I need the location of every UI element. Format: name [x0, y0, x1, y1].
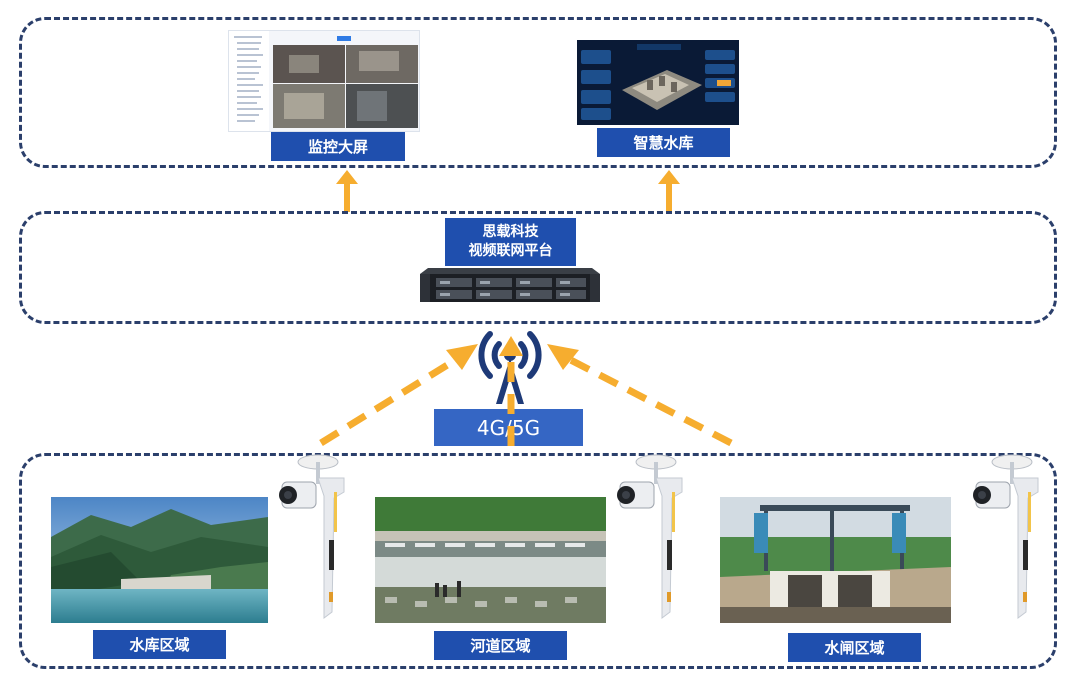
sluice-area-label: 水闸区域: [788, 633, 921, 662]
field-tier: [19, 453, 1057, 669]
arrow-up-to-monitor: [336, 170, 358, 212]
arrowhead-left: [446, 344, 478, 370]
camera-pole-icon-2: [617, 454, 683, 619]
platform-label-line1: 思载科技: [482, 224, 539, 240]
river-area-label: 河道区域: [434, 631, 567, 660]
monitor-wall-screenshot: [228, 30, 420, 132]
platform-label-line2: 视频联网平台: [468, 243, 553, 259]
server-icon: [420, 268, 600, 302]
platform-tier: [19, 211, 1057, 324]
platform-label: 思载科技 视频联网平台: [445, 218, 576, 266]
reservoir-area-label: 水库区域: [93, 630, 226, 659]
river-area-photo: [375, 497, 606, 623]
camera-pole-icon-3: [973, 454, 1039, 619]
signal-tower-icon: [478, 331, 542, 404]
smart-reservoir-label: 智慧水库: [597, 128, 730, 157]
arrowhead-right: [547, 344, 579, 370]
arrow-up-to-reservoir: [658, 170, 680, 212]
arrowhead-center: [499, 336, 523, 356]
camera-pole-icon-1: [279, 454, 345, 619]
monitor-wall-label: 监控大屏: [271, 132, 405, 161]
sluice-area-photo: [720, 497, 951, 623]
smart-reservoir-screenshot: [577, 40, 739, 125]
arrow-from-reservoir-area: [319, 353, 464, 446]
application-tier: [19, 17, 1057, 168]
reservoir-area-photo: [51, 497, 268, 623]
arrow-from-sluice-area: [561, 352, 733, 447]
